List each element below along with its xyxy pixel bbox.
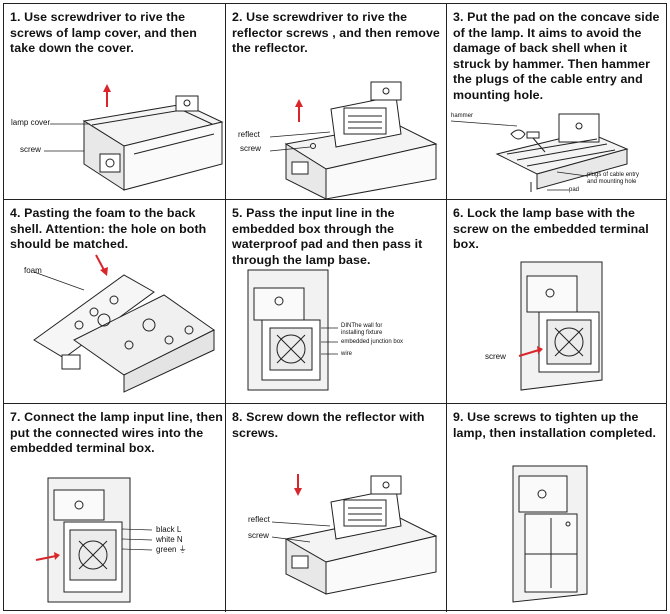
step-6-caption: 6. Lock the lamp base with the screw on … <box>453 206 649 251</box>
step-7-label-white: white N <box>156 535 183 544</box>
step-2-illustration <box>269 81 438 199</box>
step-7-caption: 7. Connect the lamp input line, then put… <box>10 410 223 455</box>
step-8-caption: 8. Screw down the reflector with screws. <box>232 410 425 440</box>
installation-steps-grid: 1. Use screwdriver to rive the screws of… <box>3 3 667 612</box>
step-1-caption: 1. Use screwdriver to rive the screws of… <box>10 10 197 55</box>
step-5-panel: 5. Pass the input line in the embedded b… <box>226 200 447 404</box>
step-7-illustration <box>35 477 153 603</box>
step-2-panel: 2. Use screwdriver to rive the reflector… <box>226 4 447 200</box>
step-2-label-reflect: reflect <box>238 130 260 139</box>
step-1-label-screw: screw <box>20 145 41 154</box>
step-5-caption: 5. Pass the input line in the embedded b… <box>232 206 423 267</box>
step-4-illustration <box>33 254 215 393</box>
step-7-label-green: green ⏚ <box>156 545 187 554</box>
step-9-caption: 9. Use screws to tighten up the lamp, th… <box>453 410 657 440</box>
step-3-label-plugs: plugs of cable entry and mounting hole <box>587 172 640 185</box>
step-3-label-hammer: hammer <box>451 113 474 119</box>
step-5-label-junction-box: embedded junction box <box>341 339 404 345</box>
step-6-label-screw: screw <box>485 352 506 361</box>
step-2-label-screw: screw <box>240 144 261 153</box>
step-5-label-wire: wire <box>341 351 353 357</box>
step-8-illustration <box>271 474 438 595</box>
step-9-illustration <box>512 465 588 603</box>
step-3-label-pad: pad <box>569 187 580 193</box>
step-4-caption: 4. Pasting the foam to the back shell. A… <box>10 206 207 251</box>
step-7-panel: 7. Connect the lamp input line, then put… <box>4 404 226 612</box>
step-1-panel: 1. Use screwdriver to rive the screws of… <box>4 4 226 200</box>
step-6-panel: 6. Lock the lamp base with the screw on … <box>447 200 666 404</box>
step-4-label-foam: foam <box>24 266 42 275</box>
step-1-leaders <box>44 123 90 152</box>
step-8-label-reflect: reflect <box>248 515 270 524</box>
step-3-illustration <box>450 113 629 192</box>
step-4-panel: 4. Pasting the foam to the back shell. A… <box>4 200 226 404</box>
step-8-label-screw: screw <box>248 531 269 540</box>
step-1-illustration <box>82 95 224 191</box>
step-8-panel: 8. Screw down the reflector with screws.… <box>226 404 447 612</box>
step-5-illustration <box>247 269 338 391</box>
step-7-label-black: black L <box>156 525 182 534</box>
step-6-illustration <box>518 261 603 391</box>
step-2-caption: 2. Use screwdriver to rive the reflector… <box>232 10 440 55</box>
step-3-caption: 3. Put the pad on the concave side of th… <box>453 10 660 102</box>
step-1-label-lamp-cover: lamp cover <box>11 118 51 127</box>
step-1-up-arrow <box>103 84 111 107</box>
step-5-label-wall: DINThe wall for installing fixture <box>341 323 383 336</box>
step-9-panel: 9. Use screws to tighten up the lamp, th… <box>447 404 666 612</box>
step-3-panel: 3. Put the pad on the concave side of th… <box>447 4 666 200</box>
